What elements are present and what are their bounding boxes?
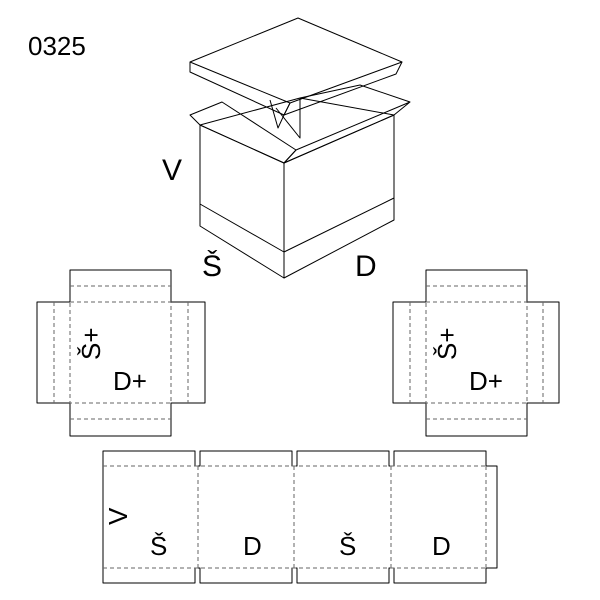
lid-right-fold-outer bbox=[409, 285, 544, 420]
lid-left-outline bbox=[36, 269, 206, 437]
box-3d: V Š D bbox=[162, 17, 411, 283]
box-left-flap bbox=[189, 101, 297, 164]
body-height-label: V bbox=[103, 507, 133, 525]
lid-blank-right: Š+ D+ bbox=[392, 269, 560, 437]
box-height-label: V bbox=[162, 154, 182, 187]
lid-right-fold-inner bbox=[425, 301, 528, 404]
body-blank: V Š D Š D bbox=[102, 450, 498, 584]
body-panel-4-label: D bbox=[432, 531, 451, 561]
box-band-line bbox=[199, 197, 395, 253]
box-flap-hinge bbox=[275, 98, 301, 139]
box-lid-left-rim bbox=[189, 62, 291, 116]
lid-right-length-plus-label: D+ bbox=[469, 366, 503, 396]
body-fold-vertical bbox=[197, 466, 487, 568]
lid-left-fold-outer bbox=[53, 285, 189, 420]
box-length-label: D bbox=[355, 250, 377, 283]
lid-right-outline bbox=[392, 269, 560, 437]
body-panel-1-label: Š bbox=[150, 531, 167, 561]
box-back-flap bbox=[299, 84, 411, 103]
model-code: 0325 bbox=[28, 31, 86, 61]
lid-left-width-plus-label: Š+ bbox=[76, 327, 106, 360]
box-lid-top bbox=[189, 17, 403, 104]
box-right-flap bbox=[283, 101, 411, 164]
box-lid-skirt bbox=[269, 99, 285, 129]
box-width-label: Š bbox=[202, 249, 222, 283]
lid-right-width-plus-label: Š+ bbox=[432, 327, 462, 360]
body-panel-2-label: D bbox=[243, 531, 262, 561]
lid-left-fold-inner bbox=[69, 301, 172, 404]
lid-left-length-plus-label: D+ bbox=[113, 366, 147, 396]
body-outline bbox=[102, 450, 498, 584]
lid-blank-left: Š+ D+ bbox=[36, 269, 206, 437]
box-lid-right-rim bbox=[283, 61, 403, 116]
body-panel-3-label: Š bbox=[339, 531, 356, 561]
